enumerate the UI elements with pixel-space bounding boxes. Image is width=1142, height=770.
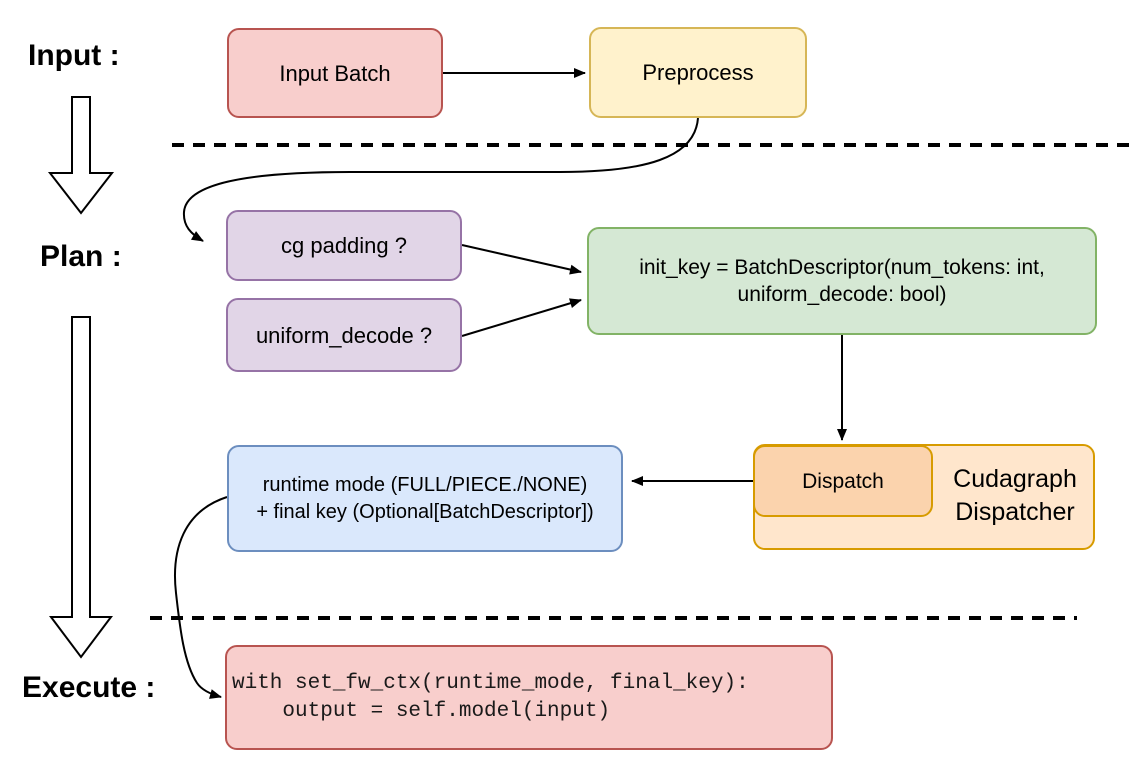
stage-label-plan: Plan : — [40, 240, 122, 273]
node-input-batch-label: Input Batch — [279, 60, 391, 86]
node-uniform-decode-label: uniform_decode ? — [255, 322, 433, 348]
hollow-arrow-input-to-plan — [47, 96, 115, 215]
node-execute-code: with set_fw_ctx(runtime_mode, final_key)… — [225, 645, 833, 750]
stage-label-input: Input : — [28, 39, 120, 72]
node-preprocess-label: Preprocess — [642, 60, 754, 85]
node-init-key-line2: uniform_decode: bool) — [737, 283, 947, 306]
node-execute-code-line1: with set_fw_ctx(runtime_mode, final_key)… — [232, 671, 749, 695]
node-cudagraph-dispatcher-line1: Cudagraph — [953, 465, 1077, 493]
node-init-key-line1: init_key = BatchDescriptor(num_tokens: i… — [639, 256, 1045, 279]
node-dispatch: Dispatch — [753, 445, 933, 517]
node-runtime-mode-line2: + final key (Optional[BatchDescriptor]) — [256, 500, 594, 523]
node-cudagraph-dispatcher-line2: Dispatcher — [955, 498, 1075, 526]
node-init-key: init_key = BatchDescriptor(num_tokens: i… — [587, 227, 1097, 335]
arrow-runtimemode-to-execute — [174, 496, 228, 699]
node-runtime-mode-line1: runtime mode (FULL/PIECE./NONE) — [262, 473, 588, 496]
arrow-uniformdecode-to-initkey — [461, 298, 582, 337]
node-cg-padding: cg padding ? — [226, 210, 462, 281]
node-dispatch-label: Dispatch — [802, 469, 884, 493]
node-runtime-mode: runtime mode (FULL/PIECE./NONE) + final … — [227, 445, 623, 552]
node-uniform-decode: uniform_decode ? — [226, 298, 462, 372]
node-cg-padding-label: cg padding ? — [281, 233, 407, 258]
node-cudagraph-dispatcher-label: Cudagraph Dispatcher — [935, 463, 1095, 529]
node-preprocess: Preprocess — [589, 27, 807, 118]
hollow-arrow-plan-to-execute — [49, 316, 113, 659]
node-input-batch: Input Batch — [227, 28, 443, 118]
arrow-preprocess-to-cgpadding — [182, 117, 699, 242]
arrow-cgpadding-to-initkey — [461, 244, 582, 275]
stage-label-execute: Execute : — [22, 671, 156, 704]
node-execute-code-line2: output = self.model(input) — [232, 699, 611, 723]
